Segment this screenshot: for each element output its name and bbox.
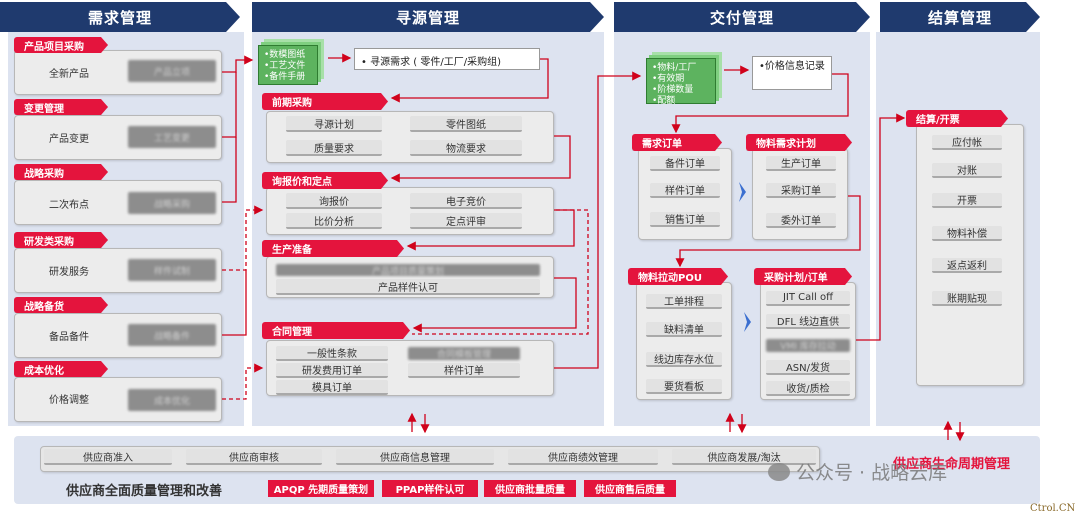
settlement-item-5: 返点返利 (932, 258, 1002, 273)
demand-column (8, 32, 244, 426)
demand-blurred-2: 工艺变更 (128, 126, 216, 148)
sourcing-doc-line-3: •备件手册 (264, 72, 306, 82)
pull-item-3: 线边库存水位 (646, 352, 722, 367)
pull-item-4: 要货看板 (646, 379, 722, 394)
watermark-text: 公众号 · 战略云库 (796, 462, 948, 484)
inquiry-item-2: 电子竞价 (410, 193, 522, 209)
contract-blurred: 合同模板管理 (408, 347, 520, 360)
lifecycle-step-4: 供应商绩效管理 (508, 449, 658, 465)
settlement-item-6: 账期贴现 (932, 291, 1002, 306)
production-item: 产品样件认可 (276, 279, 540, 295)
demand-tag-4: 研发类采购 (14, 232, 108, 248)
lifecycle-title: 供应商全面质量管理和改善 (66, 484, 223, 499)
material-plan-item-2: 采购订单 (766, 183, 836, 198)
demand-order-item-1: 备件订单 (650, 156, 720, 171)
demand-item-4: 研发服务 (49, 266, 89, 278)
material-plan-item-1: 生产订单 (766, 156, 836, 171)
purchase-plan-item-4: 收货/质检 (766, 381, 850, 396)
demand-tag-5: 战略备货 (14, 297, 108, 313)
purchase-plan-item-3: ASN/发货 (766, 360, 850, 375)
inquiry-tag: 询报价和定点 (262, 172, 388, 189)
pull-tag: 物料拉动POU (628, 268, 728, 285)
sourcing-doc-line-2: •工艺文件 (264, 61, 306, 71)
lifecycle-step-3: 供应商信息管理 (336, 449, 494, 465)
purchase-plan-tag: 采购计划/订单 (754, 268, 852, 285)
inquiry-item-3: 比价分析 (286, 213, 382, 229)
demand-order-tag: 需求订单 (632, 134, 722, 151)
demand-tag-1: 产品项目采购 (14, 37, 108, 53)
contract-item-1: 一般性条款 (276, 346, 388, 361)
delivery-doc-line-2: •有效期 (652, 74, 685, 84)
demand-item-5: 备品备件 (49, 331, 89, 343)
contract-item-4: 样件订单 (408, 363, 520, 378)
demand-blurred-1: 产品立项 (128, 60, 216, 82)
header-sourcing: 寻源管理 (252, 2, 604, 32)
price-record-text: •价格信息记录 (759, 61, 825, 72)
contract-tag: 合同管理 (262, 322, 410, 339)
demand-panel-5 (14, 313, 222, 358)
purchase-plan-item-1: JIT Call off (766, 291, 850, 306)
badge-apqp: APQP 先期质量策划 (268, 480, 374, 497)
demand-blurred-6: 成本优化 (128, 389, 216, 411)
pull-item-2: 缺料清单 (646, 322, 722, 337)
demand-tag-2: 变更管理 (14, 99, 108, 115)
contract-item-2: 研发费用订单 (276, 363, 388, 378)
lifecycle-label: 供应商生命周期管理 (893, 457, 1011, 472)
purchase-plan-item-2: DFL 线边直供 (766, 314, 850, 329)
material-plan-tag: 物料需求计划 (746, 134, 852, 151)
demand-order-item-3: 销售订单 (650, 212, 720, 227)
watermark: 公众号 · 战略云库 (768, 458, 947, 485)
badge-ppap: PPAP样件认可 (382, 480, 478, 497)
production-tag: 生产准备 (262, 240, 404, 257)
delivery-docs: •物料/工厂 •有效期 •阶梯数量 •配额 (646, 58, 716, 106)
presourcing-item-3: 质量要求 (286, 140, 382, 156)
demand-blurred-5: 战略备件 (128, 324, 216, 346)
lifecycle-step-5: 供应商发展/淘汰 (672, 449, 816, 465)
inquiry-item-4: 定点评审 (410, 213, 522, 229)
demand-blurred-4: 样件试制 (128, 259, 216, 281)
delivery-doc-line-3: •阶梯数量 (652, 85, 694, 95)
site-label: Ctrol.CN (1030, 503, 1076, 514)
settlement-item-2: 对账 (932, 163, 1002, 178)
sourcing-request: • 寻源需求 ( 零件/工厂/采购组) (354, 48, 540, 70)
lifecycle-step-1: 供应商准入 (44, 449, 172, 465)
purchase-plan-blurred: VMI 库存拉动 (766, 339, 850, 352)
presourcing-item-1: 寻源计划 (286, 116, 382, 132)
delivery-doc-line-4: •配额 (652, 96, 676, 106)
badge-aftersales-quality: 供应商售后质量 (584, 480, 676, 497)
settlement-item-3: 开票 (932, 193, 1002, 208)
demand-item-6: 价格调整 (49, 394, 89, 406)
sourcing-doc-line-1: •数模图纸 (264, 50, 306, 60)
demand-order-item-2: 样件订单 (650, 183, 720, 198)
production-blurred: 产品项目质量策划 (276, 264, 540, 277)
presourcing-tag: 前期采购 (262, 93, 388, 110)
header-delivery: 交付管理 (614, 2, 870, 32)
wechat-icon (768, 462, 790, 481)
header-demand: 需求管理 (0, 2, 240, 32)
price-record: •价格信息记录 (752, 56, 832, 90)
demand-item-2: 产品变更 (49, 133, 89, 145)
presourcing-item-2: 零件图纸 (410, 116, 522, 132)
settlement-item-1: 应付帐 (932, 135, 1002, 150)
badge-batch-quality: 供应商批量质量 (484, 480, 576, 497)
settlement-item-4: 物料补偿 (932, 226, 1002, 241)
sourcing-docs: •数模图纸 •工艺文件 •备件手册 (258, 45, 318, 85)
inquiry-item-1: 询报价 (286, 193, 382, 209)
presourcing-item-4: 物流要求 (410, 140, 522, 156)
delivery-doc-line-1: •物料/工厂 (652, 63, 697, 73)
demand-item-3: 二次布点 (49, 199, 89, 211)
contract-item-3: 模具订单 (276, 380, 388, 395)
demand-blurred-3: 战略采购 (128, 192, 216, 214)
lifecycle-step-2: 供应商审核 (186, 449, 322, 465)
demand-tag-3: 战略采购 (14, 164, 108, 180)
pull-item-1: 工单排程 (646, 294, 722, 309)
header-settlement: 结算管理 (880, 2, 1040, 32)
material-plan-item-3: 委外订单 (766, 213, 836, 228)
demand-tag-6: 成本优化 (14, 361, 108, 377)
demand-item-1: 全新产品 (49, 68, 89, 80)
settlement-tag: 结算/开票 (906, 110, 1008, 127)
